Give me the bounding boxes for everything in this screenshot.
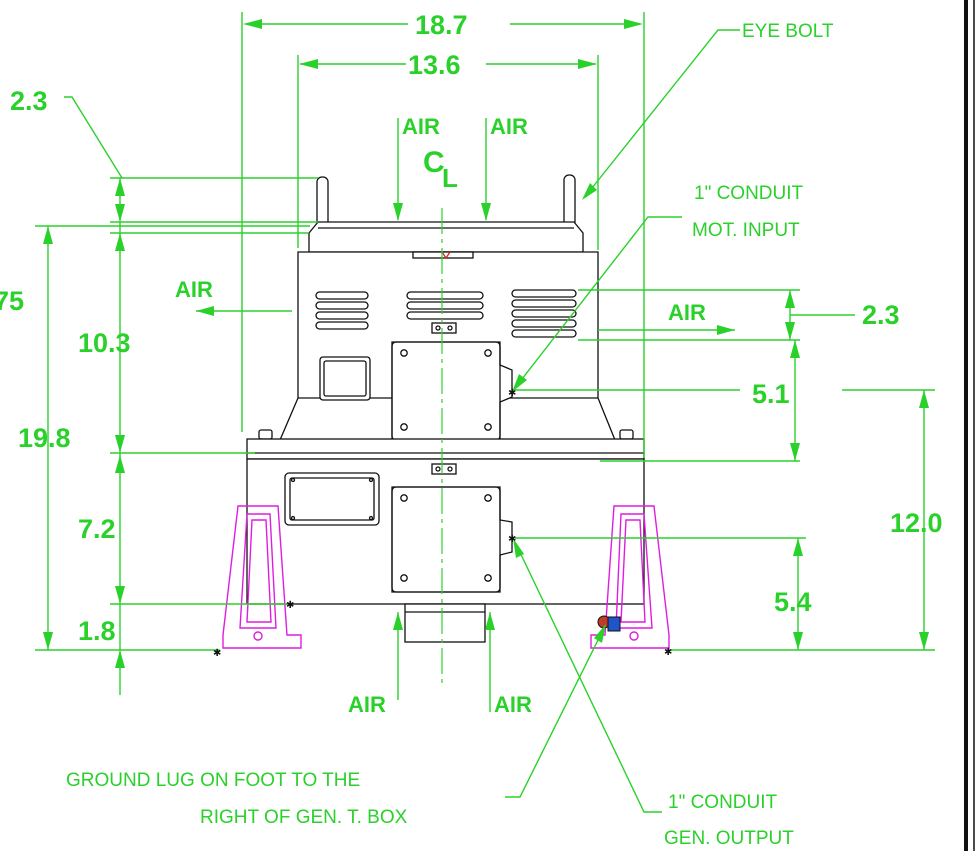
air-label-top-left: AIR (402, 114, 440, 139)
air-label-right: AIR (668, 300, 706, 325)
machine-outline (246, 174, 645, 643)
dim-base-height (115, 604, 125, 695)
air-arrow-top-left (393, 118, 403, 221)
gen-conduit-marker: ✱ (508, 534, 516, 545)
louvers-left (315, 291, 369, 330)
air-label-top-right: AIR (490, 114, 528, 139)
dim-motor-conduit-height-label: 5.1 (752, 379, 790, 409)
eye-bolt-left (316, 176, 329, 228)
flange (246, 438, 645, 460)
dim-middle-height (110, 455, 290, 605)
dim-louver-offset (578, 289, 855, 341)
air-arrow-bottom-right (485, 612, 495, 712)
motor-bracket (431, 322, 457, 334)
motor-conduit-marker: ✱ (508, 388, 516, 399)
motor-terminal-box (391, 341, 513, 441)
dim-overall-right-height: ✱ (664, 389, 935, 658)
ground-lug-line1: GROUND LUG ON FOOT TO THE (66, 770, 360, 791)
dim-overall-width-label: 18.7 (415, 10, 468, 40)
louvers-center (406, 291, 484, 320)
dim-base-height-label: 1.8 (78, 616, 116, 646)
generator-cover-plate (284, 472, 380, 526)
centerline-symbol: C L (423, 146, 458, 193)
air-arrow-right (598, 325, 735, 335)
dim-gen-conduit-height-label: 5.4 (774, 587, 812, 617)
bottom-outlet (404, 603, 486, 643)
eye-bolt-leader (582, 29, 740, 200)
motor-conduit-leader: ✱ (508, 216, 682, 399)
air-arrow-bottom-left (393, 612, 403, 700)
eye-bolt-right (563, 174, 576, 228)
gen-conduit-line2: GEN. OUTPUT (664, 828, 794, 849)
eye-bolt-label: EYE BOLT (742, 21, 834, 42)
air-label-bottom-left: AIR (348, 692, 386, 717)
top-cap (308, 221, 584, 253)
motor-cover-plate (319, 356, 371, 401)
dim-overall-right-height-label: 12.0 (890, 508, 943, 538)
dim-middle-height-label: 7.2 (78, 514, 116, 544)
ground-lug-leader (505, 624, 606, 798)
dim-upper-height (110, 233, 255, 454)
louvers-right (511, 289, 577, 338)
motor-conduit-line2: MOT. INPUT (692, 220, 800, 241)
gen-conduit-line1: 1" CONDUIT (668, 792, 778, 813)
dim-motor-conduit-height (515, 340, 800, 462)
ground-lug-icon (597, 615, 621, 632)
left-foot-marker: ✱ (213, 648, 221, 659)
dim-upper-height-label: 10.3 (78, 328, 131, 358)
generator-terminal-box (391, 486, 513, 593)
ground-lug-line2: RIGHT OF GEN. T. BOX (200, 807, 408, 828)
dim-top-offset (35, 96, 318, 455)
dim-inner-width (297, 55, 599, 250)
dim-top-offset-label: 2.3 (10, 86, 48, 116)
gen-conduit-leader: ✱ (508, 534, 662, 813)
dim-gen-conduit-height (515, 537, 806, 650)
centerline-c: C (423, 146, 445, 179)
foot-left (222, 505, 302, 649)
air-label-left: AIR (175, 277, 213, 302)
right-foot-marker: ✱ (664, 647, 672, 658)
dim-inner-width-label: 13.6 (408, 50, 461, 80)
motor-conduit-line1: 1" CONDUIT (694, 183, 804, 204)
air-label-bottom-right: AIR (494, 692, 532, 717)
dim-louver-offset-label: 2.3 (862, 300, 900, 330)
centerline-l: L (442, 163, 458, 193)
sheet-border (964, 0, 975, 851)
dim-total-height (35, 226, 220, 651)
flange-bolts (258, 429, 634, 440)
left-body-marker: ✱ (286, 600, 294, 611)
dim-total-height-label: 19.8 (18, 423, 71, 453)
air-arrow-top-right (481, 118, 491, 221)
dim-partial-label: 75 (0, 286, 24, 316)
generator-bracket (431, 463, 457, 475)
air-arrow-left (196, 306, 292, 316)
